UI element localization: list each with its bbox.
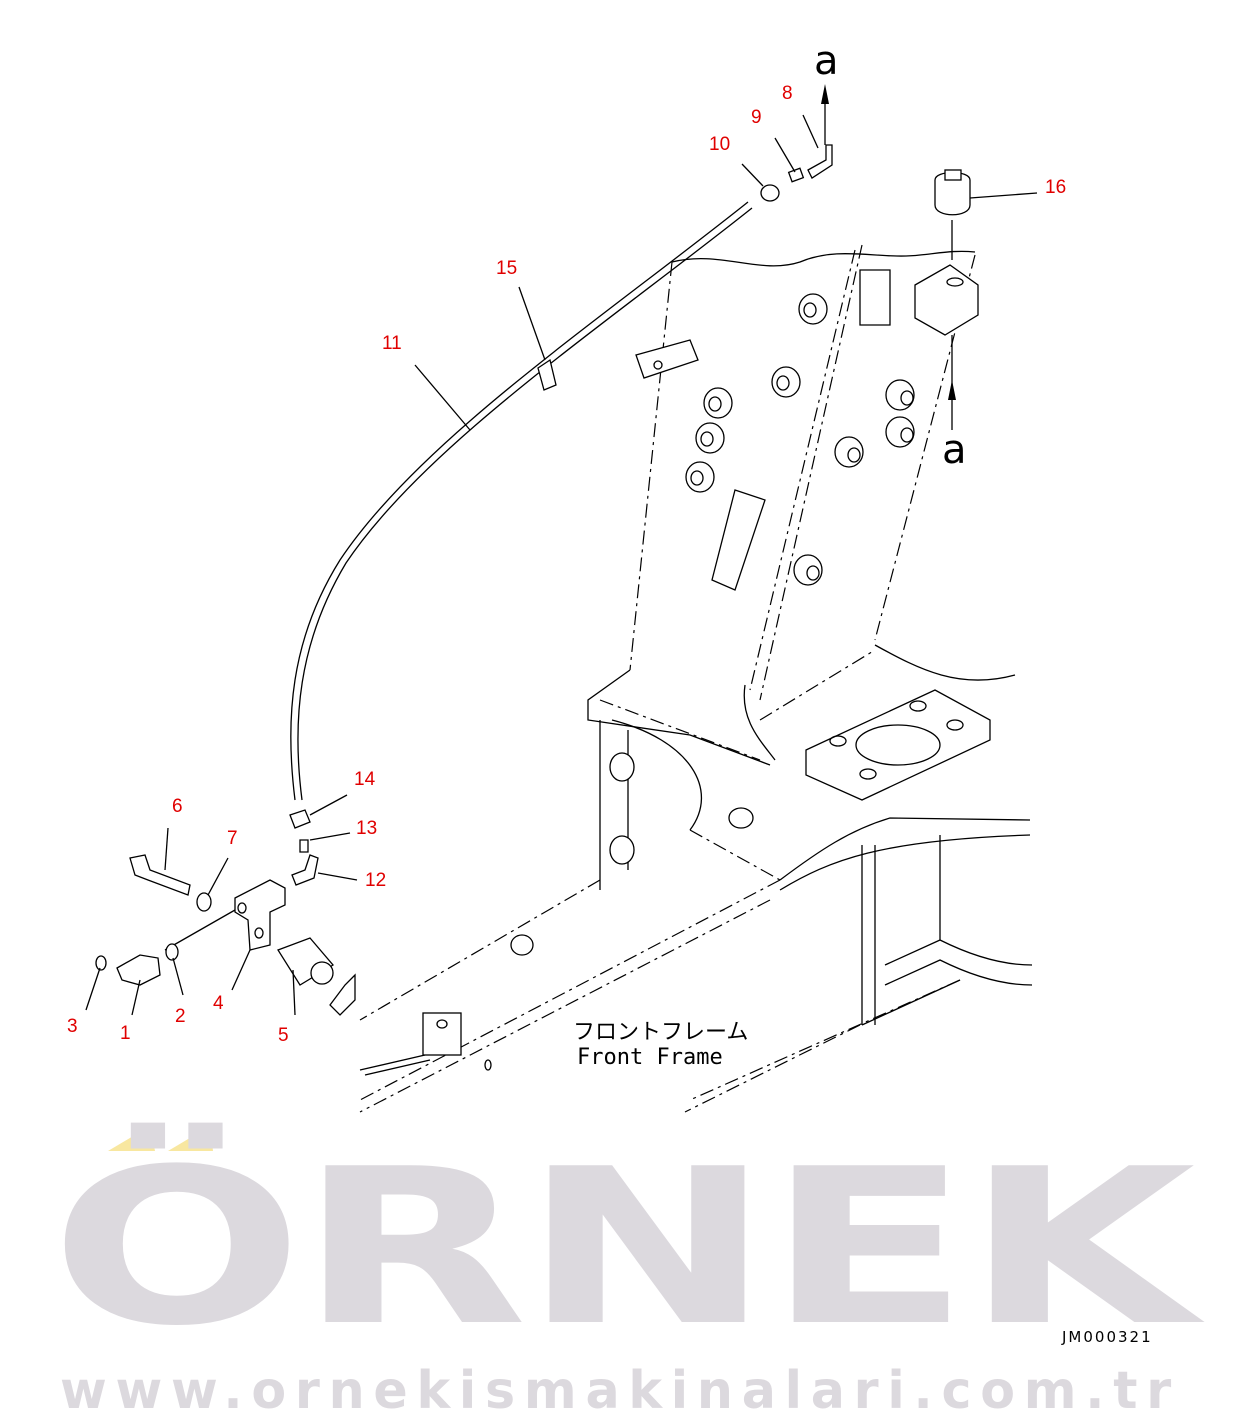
frame-label-japanese: フロントフレーム bbox=[573, 1020, 748, 1045]
callout-7: 7 bbox=[227, 828, 238, 849]
callout-10: 10 bbox=[709, 134, 730, 155]
watermark-url: www.ornekismakinalari.com.tr bbox=[60, 1361, 1180, 1421]
watermark-accent-left bbox=[108, 1126, 155, 1151]
watermark-accent-right bbox=[168, 1126, 213, 1151]
callout-14: 14 bbox=[354, 769, 376, 790]
callout-5: 5 bbox=[278, 1025, 289, 1046]
callouts: 1 2 3 4 5 6 7 8 9 10 11 12 13 14 15 16 bbox=[67, 83, 1066, 1046]
drawing-code: JM000321 bbox=[1061, 1328, 1153, 1346]
callout-6: 6 bbox=[172, 796, 183, 817]
arrow-label-a-right: a bbox=[942, 427, 967, 473]
callout-12: 12 bbox=[365, 870, 386, 891]
callout-8: 8 bbox=[782, 83, 793, 104]
leader-lines bbox=[85, 114, 1038, 1016]
callout-2: 2 bbox=[175, 1006, 186, 1027]
arrow-label-a-top: a bbox=[814, 38, 839, 84]
frame-label-english: Front Frame bbox=[577, 1045, 723, 1070]
callout-11: 11 bbox=[382, 333, 402, 354]
callout-16: 16 bbox=[1045, 177, 1066, 198]
watermark: ÖRNEK www.ornekismakinalari.com.tr bbox=[50, 1122, 1210, 1421]
watermark-brand: ÖRNEK bbox=[50, 1122, 1206, 1373]
front-frame-drawing bbox=[359, 244, 1033, 1113]
callout-9: 9 bbox=[751, 107, 762, 128]
callout-15: 15 bbox=[496, 258, 517, 279]
callout-3: 3 bbox=[67, 1016, 78, 1037]
callout-4: 4 bbox=[213, 993, 224, 1014]
callout-1: 1 bbox=[120, 1023, 131, 1044]
callout-13: 13 bbox=[356, 818, 377, 839]
grease-line-parts bbox=[95, 84, 979, 1016]
